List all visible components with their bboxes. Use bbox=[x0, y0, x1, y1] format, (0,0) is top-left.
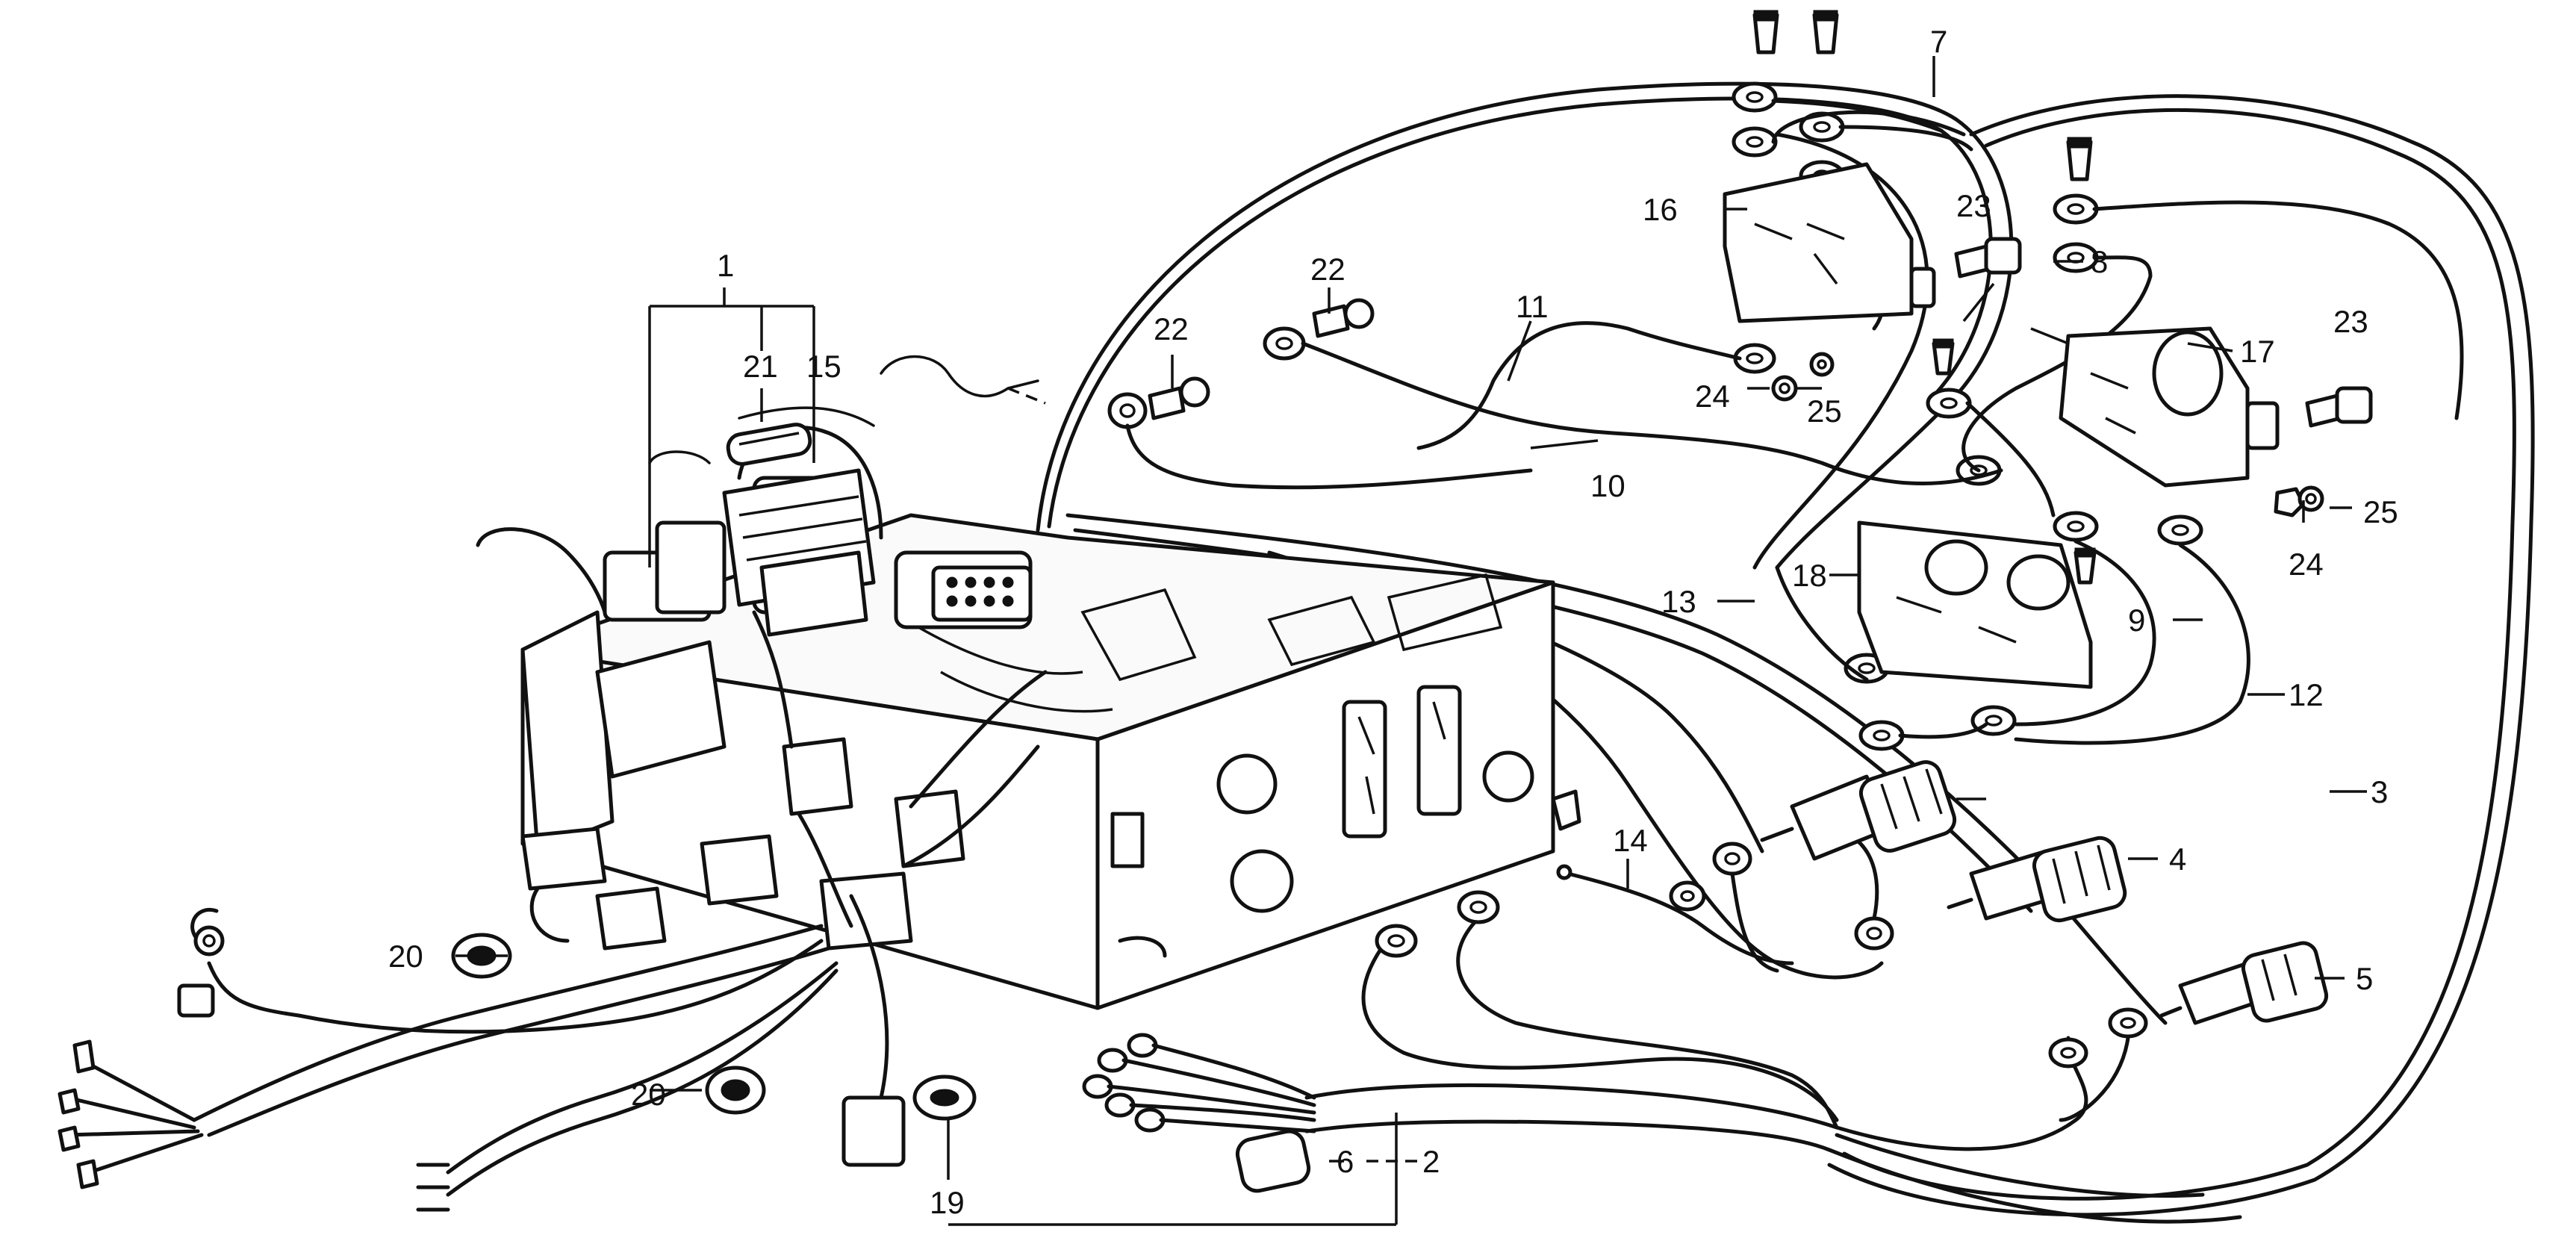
callout-21: 21 bbox=[743, 349, 778, 384]
control-module-18 bbox=[1857, 520, 2093, 689]
callout-22a: 22 bbox=[1310, 252, 1345, 287]
wire-14-pin bbox=[1556, 864, 1572, 880]
callout-19: 19 bbox=[930, 1185, 965, 1220]
callout-25a: 25 bbox=[1807, 394, 1842, 429]
callout-18: 18 bbox=[1792, 558, 1827, 593]
multi-pin-connector-icon bbox=[931, 565, 1033, 622]
callout-25b: 25 bbox=[2363, 494, 2398, 529]
callout-labels: 1 2 3 4 5 6 7 8 9 10 11 12 13 14 15 16 1… bbox=[388, 24, 2398, 1220]
callout-15: 15 bbox=[806, 349, 841, 384]
callout-13: 13 bbox=[1661, 584, 1696, 619]
screw-icon bbox=[1148, 10, 2373, 831]
grommet-icon bbox=[451, 933, 1311, 1193]
callout-24b: 24 bbox=[2289, 547, 2324, 582]
callout-9: 9 bbox=[2128, 603, 2145, 638]
callout-20b: 20 bbox=[631, 1077, 666, 1112]
callout-1: 1 bbox=[717, 248, 734, 283]
relay-icon bbox=[722, 468, 876, 637]
control-module-16 bbox=[1723, 162, 1936, 323]
callout-23b: 23 bbox=[2333, 304, 2368, 339]
leader-lines bbox=[455, 56, 2367, 1226]
callout-23a: 23 bbox=[1956, 188, 1991, 223]
bottom-pin-terminals bbox=[1082, 1033, 1316, 1133]
left-outgoing-harness bbox=[57, 908, 839, 1212]
wire-14 bbox=[1566, 871, 1794, 965]
callout-22b: 22 bbox=[1154, 311, 1189, 346]
callout-12: 12 bbox=[2289, 677, 2324, 712]
sensor-switch-icon bbox=[1760, 760, 1957, 861]
callout-20a: 20 bbox=[388, 939, 423, 974]
callout-6: 6 bbox=[1337, 1144, 1354, 1179]
lower-harness-bundle bbox=[1304, 916, 2242, 1224]
callout-14: 14 bbox=[1613, 823, 1648, 858]
callout-7: 7 bbox=[1930, 24, 1947, 59]
callout-10: 10 bbox=[1590, 468, 1625, 503]
callout-24a: 24 bbox=[1695, 379, 1730, 414]
nut-washer-icon bbox=[1771, 352, 2324, 517]
callout-8: 8 bbox=[2091, 244, 2108, 279]
fuse-icon bbox=[726, 423, 812, 466]
callout-2: 2 bbox=[1422, 1144, 1440, 1179]
control-module-17 bbox=[2059, 326, 2280, 488]
callout-16: 16 bbox=[1643, 192, 1678, 227]
sensor-switch-icon bbox=[2159, 941, 2329, 1025]
callout-4: 4 bbox=[2169, 842, 2186, 877]
sensor-switch-icon bbox=[1947, 836, 2127, 923]
callout-3: 3 bbox=[2371, 774, 2388, 809]
dashed-panel-outline bbox=[648, 355, 1046, 464]
callout-11: 11 bbox=[1516, 289, 1549, 324]
callout-5: 5 bbox=[2356, 961, 2373, 996]
callout-17: 17 bbox=[2240, 334, 2275, 369]
